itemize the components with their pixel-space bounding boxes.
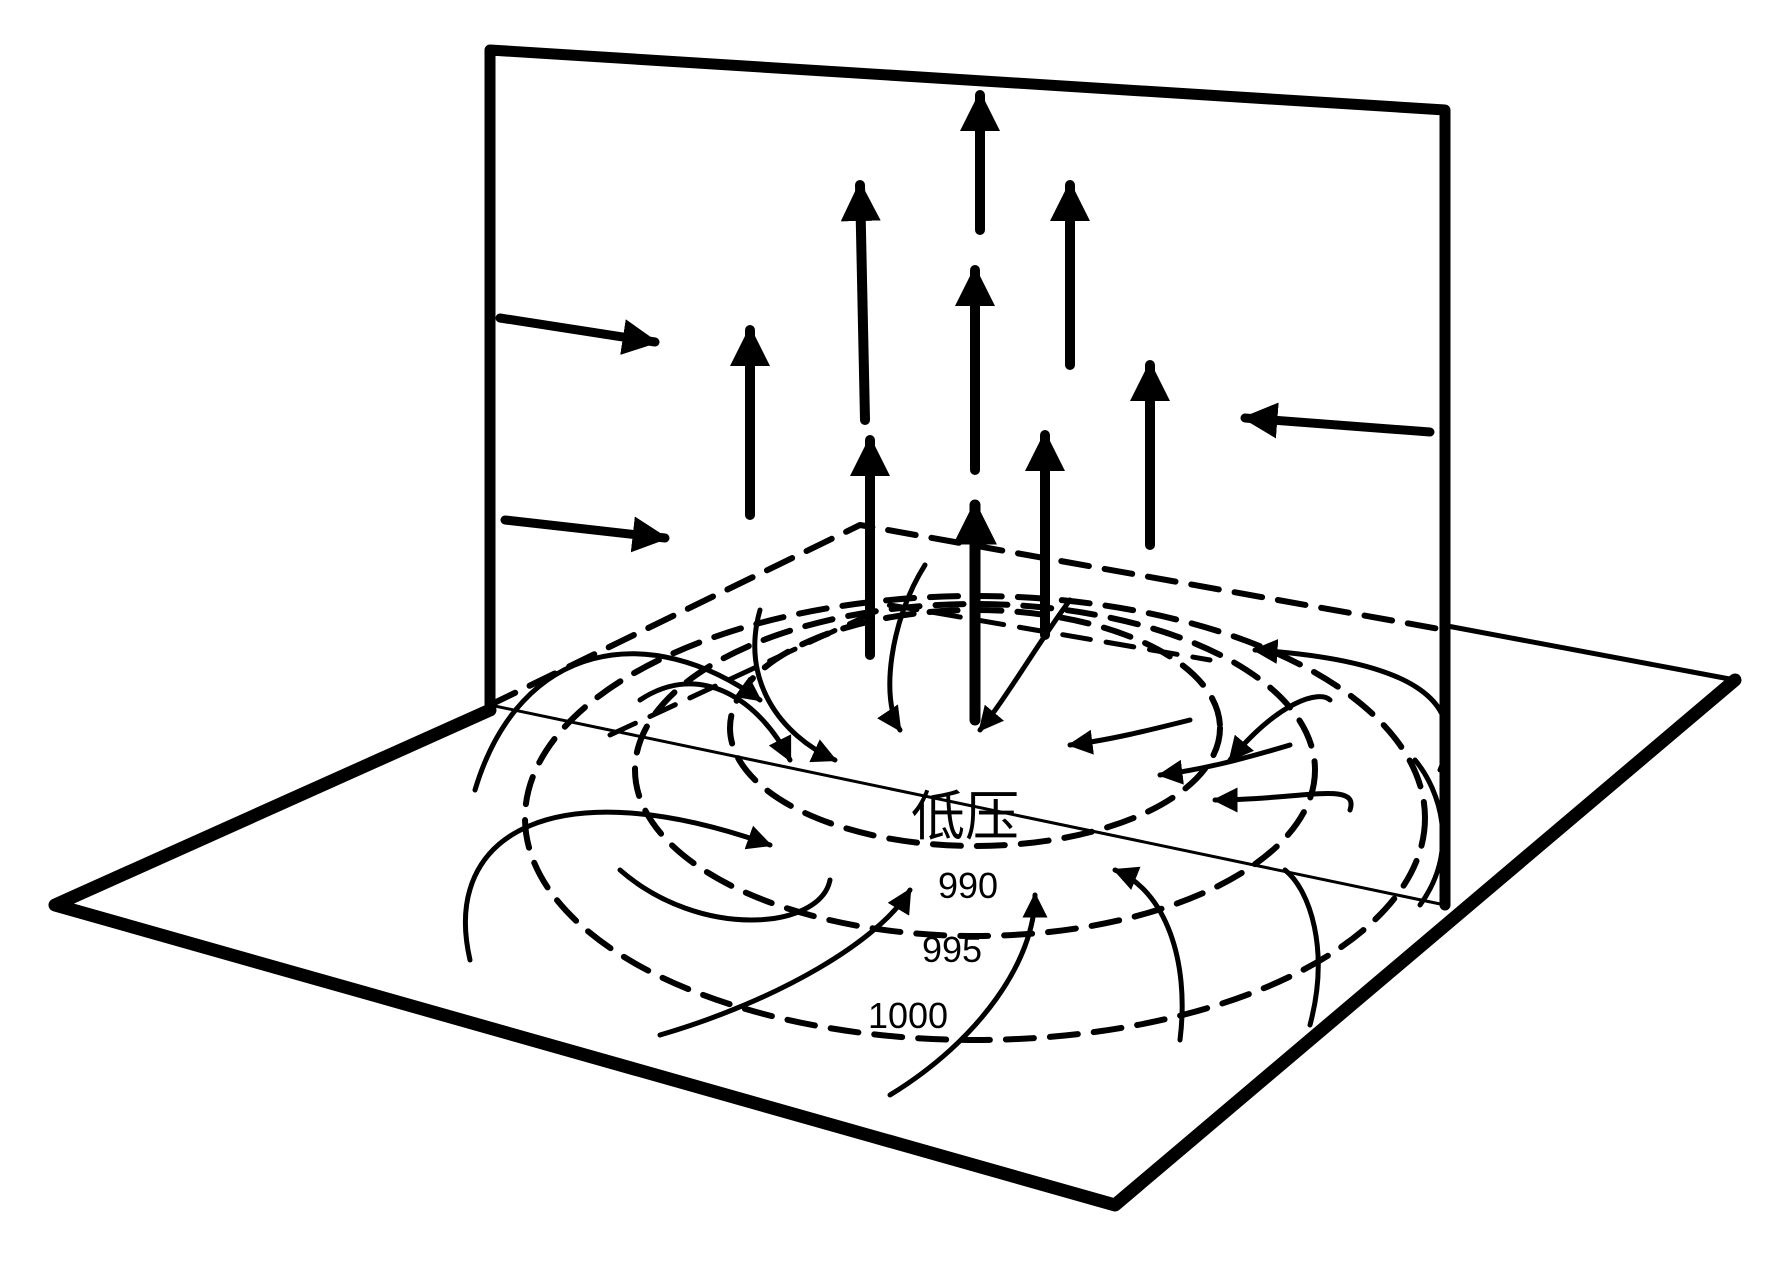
level-outline — [487, 522, 1448, 708]
horizontal-inflow-arrows — [495, 313, 1435, 553]
inflow-arrow — [1240, 402, 1435, 439]
rising-air-arrow — [840, 180, 881, 425]
isobar-label-995: 995 — [922, 929, 982, 970]
isobar-label-1000: 1000 — [868, 995, 948, 1036]
vertical-plane — [484, 44, 1451, 911]
inner-level-outline — [607, 602, 1213, 738]
isobar-label-990: 990 — [938, 865, 998, 906]
isobar-middle-995 — [632, 601, 1318, 939]
labels: 低压 990 995 1000 — [868, 787, 1019, 1036]
isobar-lines — [487, 522, 1448, 1043]
inflow-arrow — [495, 313, 660, 355]
inflow-arrow — [500, 515, 670, 553]
rising-air-arrows — [730, 90, 1170, 726]
surface-streamlines — [463, 562, 1450, 1098]
center-label: 低压 — [911, 787, 1019, 847]
